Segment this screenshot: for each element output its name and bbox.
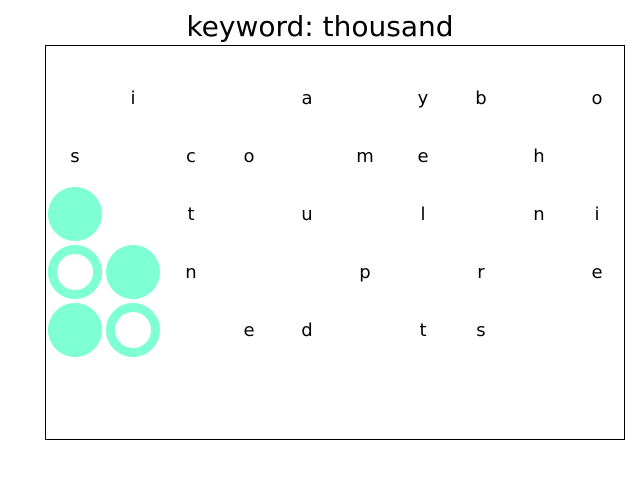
- letter-cell[interactable]: l: [420, 203, 426, 225]
- letter-cell[interactable]: h: [533, 145, 545, 167]
- letter-cell[interactable]: d: [301, 319, 313, 341]
- letter-cell[interactable]: r: [477, 261, 485, 283]
- letter-cell[interactable]: m: [356, 145, 374, 167]
- keyword-title: keyword: thousand: [186, 10, 454, 43]
- letter-cell[interactable]: e: [417, 145, 429, 167]
- letter-cell[interactable]: a: [301, 87, 313, 109]
- letter-cell[interactable]: e: [243, 319, 255, 341]
- letter-cell[interactable]: p: [359, 261, 371, 283]
- letter-cell[interactable]: t: [419, 319, 427, 341]
- letter-cell[interactable]: s: [70, 145, 80, 167]
- filled-circle-token[interactable]: [48, 187, 102, 241]
- filled-circle-token[interactable]: [106, 245, 160, 299]
- letter-cell[interactable]: b: [475, 87, 487, 109]
- letter-cell[interactable]: t: [187, 203, 195, 225]
- letter-cell[interactable]: n: [533, 203, 545, 225]
- letter-cell[interactable]: o: [243, 145, 255, 167]
- letter-cell[interactable]: n: [185, 261, 197, 283]
- letter-cell[interactable]: s: [476, 319, 486, 341]
- letter-cell[interactable]: o: [591, 87, 603, 109]
- letter-cell[interactable]: i: [130, 87, 136, 109]
- game-board: i a y b o s c o m e h t u l n i n p r e e d t s: [45, 45, 625, 440]
- hollow-circle-token[interactable]: [106, 303, 160, 357]
- filled-circle-token[interactable]: [48, 303, 102, 357]
- hollow-circle-token[interactable]: [48, 245, 102, 299]
- letter-cell[interactable]: u: [301, 203, 313, 225]
- letter-cell[interactable]: e: [591, 261, 603, 283]
- letter-cell[interactable]: c: [186, 145, 196, 167]
- letter-cell[interactable]: y: [417, 87, 429, 109]
- letter-cell[interactable]: i: [594, 203, 600, 225]
